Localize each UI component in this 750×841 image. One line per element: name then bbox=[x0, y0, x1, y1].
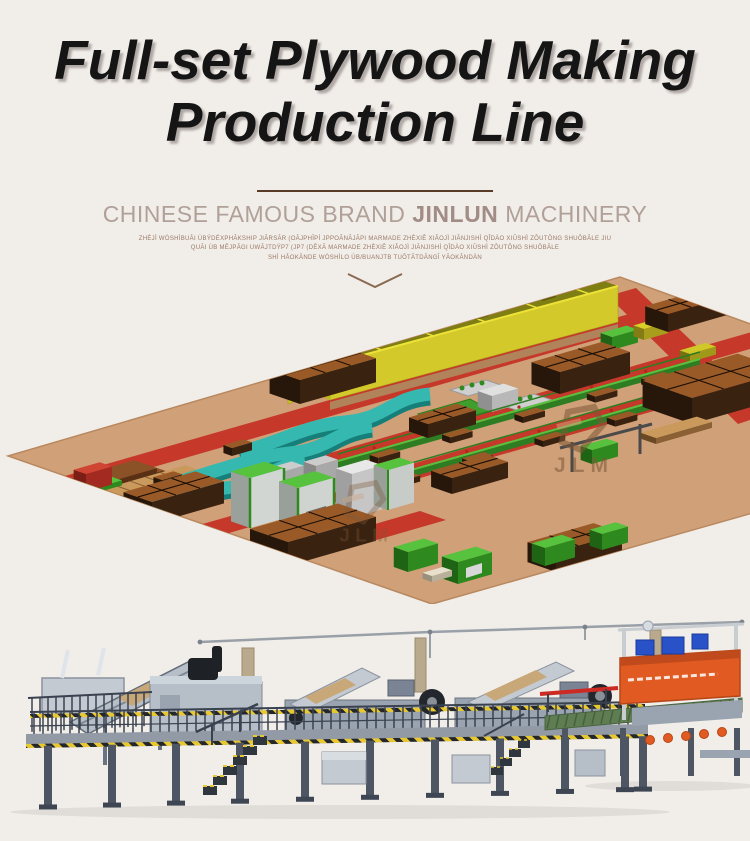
stacker-gantry bbox=[559, 416, 712, 472]
brand-name: JINLUN bbox=[412, 201, 499, 228]
jlm-logo-icon bbox=[558, 403, 607, 454]
support-legs bbox=[39, 736, 652, 810]
factory-layout-illustration: JLM JLM bbox=[5, 276, 750, 604]
chevron-down-icon bbox=[347, 273, 403, 289]
jlm-watermark-text: JLM bbox=[554, 454, 614, 477]
jlm-logo-icon bbox=[343, 479, 387, 525]
subtitle-suffix: MACHINERY bbox=[505, 201, 648, 228]
jlm-watermark-2: JLM bbox=[339, 479, 393, 546]
subtitle-prefix: CHINESE FAMOUS BRAND bbox=[102, 201, 406, 228]
pinyin-tagline: ZHÈJÌ WÒSHÌBUĀI ÙBÝDÉXPHĀKSHIP JIĀRSĀR (… bbox=[0, 235, 750, 263]
equipment-photo bbox=[10, 619, 750, 819]
jlm-watermark-text: JLM bbox=[339, 525, 393, 546]
tagline-line: ZHÈJÌ WÒSHÌBUĀI ÙBÝDÉXPHĀKSHIP JIĀRSĀR (… bbox=[138, 236, 612, 243]
tagline-line: SHÌ HǍOKĀNDE WÒSHÌLO ÙB/BUANJTB TUŌTĀTDĀ… bbox=[267, 254, 483, 261]
stacker-unit bbox=[539, 620, 750, 776]
title-line-1: Full-set Plywood Making bbox=[54, 29, 696, 91]
factory-floor bbox=[5, 276, 750, 604]
title-line-2: Production Line bbox=[165, 90, 585, 153]
hero-header: Full-set Plywood Making Production Line … bbox=[0, 0, 750, 295]
machine-line bbox=[10, 619, 750, 819]
stairs bbox=[195, 702, 530, 795]
jlm-watermark-1: JLM bbox=[554, 403, 614, 477]
saw-units bbox=[393, 522, 628, 584]
title-divider bbox=[257, 190, 493, 193]
brand-subtitle: CHINESE FAMOUS BRAND JINLUN MACHINERY bbox=[0, 201, 750, 228]
walkway-railings bbox=[26, 691, 648, 748]
tagline-line: QUĀI ÙB MĒJPĀGI UWĀJTDŸP7 (JP7 (DĒXĀ MAR… bbox=[190, 245, 560, 252]
page-title: Full-set Plywood Making Production Line bbox=[0, 29, 750, 153]
